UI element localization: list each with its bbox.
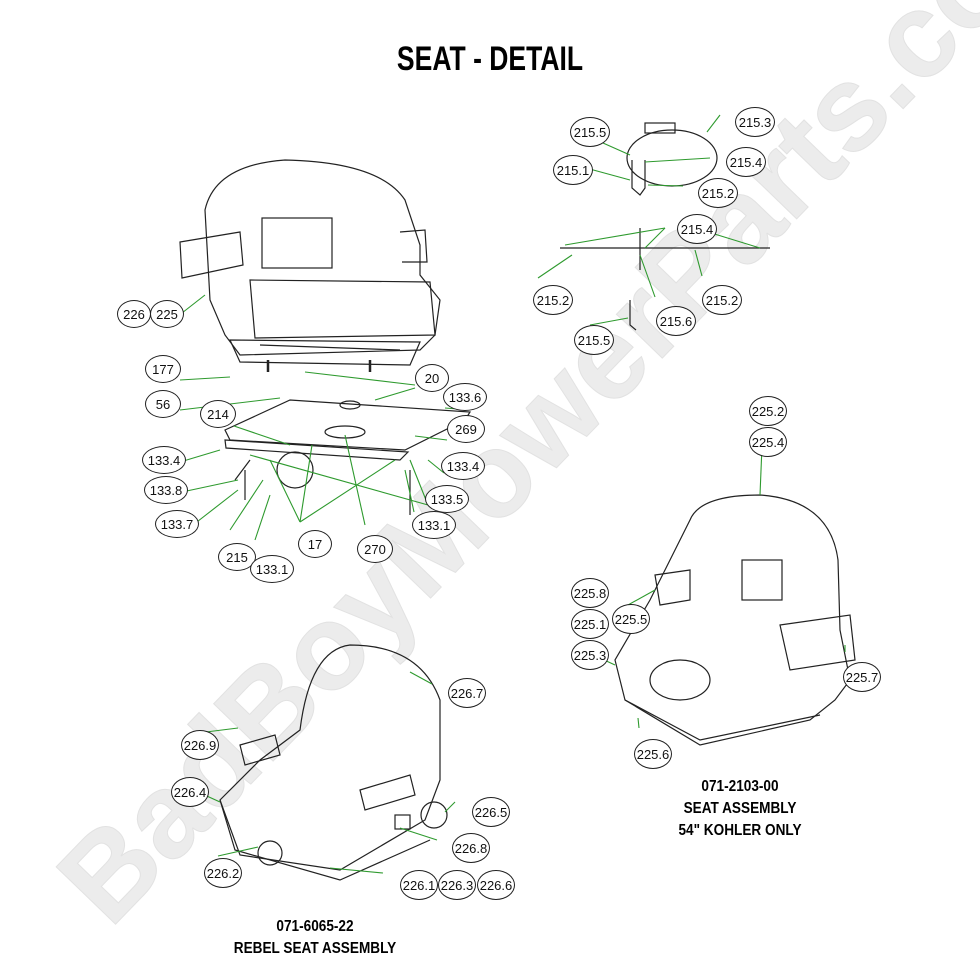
callout-226-2[interactable]: 226.2 (204, 858, 242, 888)
callout-133-4-left[interactable]: 133.4 (142, 446, 186, 474)
callout-215-1[interactable]: 215.1 (553, 155, 593, 185)
rebel-seat-caption: 071-6065-22 REBEL SEAT ASSEMBLY (230, 916, 400, 960)
kohler-seat-part-number: 071-2103-00 (701, 778, 779, 795)
callout-226-8[interactable]: 226.8 (452, 833, 490, 863)
callout-215-5-top[interactable]: 215.5 (570, 117, 610, 147)
callout-225-1[interactable]: 225.1 (571, 609, 609, 639)
callout-270[interactable]: 270 (357, 535, 393, 563)
callout-225-4[interactable]: 225.4 (749, 427, 787, 457)
callout-226-7[interactable]: 226.7 (448, 678, 486, 708)
page-title: SEAT - DETAIL (396, 40, 584, 78)
rebel-seat-name: REBEL SEAT ASSEMBLY (233, 940, 397, 957)
callout-225-7[interactable]: 225.7 (843, 662, 881, 692)
callout-215-6[interactable]: 215.6 (656, 306, 696, 336)
rebel-seat-assembly-drawing (219, 644, 448, 881)
callout-133-8[interactable]: 133.8 (144, 476, 188, 504)
callout-269[interactable]: 269 (447, 415, 485, 443)
kohler-seat-note: 54" KOHLER ONLY (678, 822, 802, 839)
callout-225[interactable]: 225 (150, 300, 184, 328)
callout-215-2-top[interactable]: 215.2 (698, 178, 738, 208)
callout-215-2-right[interactable]: 215.2 (702, 285, 742, 315)
callout-226-9[interactable]: 226.9 (181, 730, 219, 760)
callout-133-1-left[interactable]: 133.1 (250, 555, 294, 583)
callout-215[interactable]: 215 (218, 543, 256, 571)
seat-assembly-kohler-drawing (614, 494, 856, 746)
callout-17[interactable]: 17 (298, 530, 332, 558)
leader-lines (179, 114, 846, 874)
callout-133-5[interactable]: 133.5 (425, 485, 469, 513)
kohler-seat-caption: 071-2103-00 SEAT ASSEMBLY 54" KOHLER ONL… (655, 776, 825, 842)
kohler-seat-name: SEAT ASSEMBLY (683, 800, 797, 817)
callout-225-5[interactable]: 225.5 (612, 604, 650, 634)
callout-215-4-top[interactable]: 215.4 (726, 147, 766, 177)
callout-133-7[interactable]: 133.7 (155, 510, 199, 538)
callout-226-5[interactable]: 226.5 (472, 797, 510, 827)
rebel-seat-part-number: 071-6065-22 (276, 918, 354, 935)
callout-225-2[interactable]: 225.2 (749, 396, 787, 426)
callout-215-5-bottom[interactable]: 215.5 (574, 325, 614, 355)
callout-214[interactable]: 214 (200, 400, 236, 428)
callout-56[interactable]: 56 (145, 390, 181, 418)
callout-133-4-right[interactable]: 133.4 (441, 452, 485, 480)
callout-226-4[interactable]: 226.4 (171, 777, 209, 807)
callout-133-1-right[interactable]: 133.1 (412, 511, 456, 539)
callout-226-6[interactable]: 226.6 (477, 870, 515, 900)
callout-225-6[interactable]: 225.6 (634, 739, 672, 769)
callout-226-1[interactable]: 226.1 (400, 870, 438, 900)
callout-177[interactable]: 177 (145, 355, 181, 383)
callout-215-4-mid[interactable]: 215.4 (677, 214, 717, 244)
callout-226[interactable]: 226 (117, 300, 151, 328)
callout-215-2-left[interactable]: 215.2 (533, 285, 573, 315)
callout-133-6[interactable]: 133.6 (443, 383, 487, 411)
seat-top-left-drawing (179, 159, 441, 372)
callout-215-3[interactable]: 215.3 (735, 107, 775, 137)
callout-225-8[interactable]: 225.8 (571, 578, 609, 608)
callout-225-3[interactable]: 225.3 (571, 640, 609, 670)
callout-226-3[interactable]: 226.3 (438, 870, 476, 900)
callout-20[interactable]: 20 (415, 364, 449, 392)
